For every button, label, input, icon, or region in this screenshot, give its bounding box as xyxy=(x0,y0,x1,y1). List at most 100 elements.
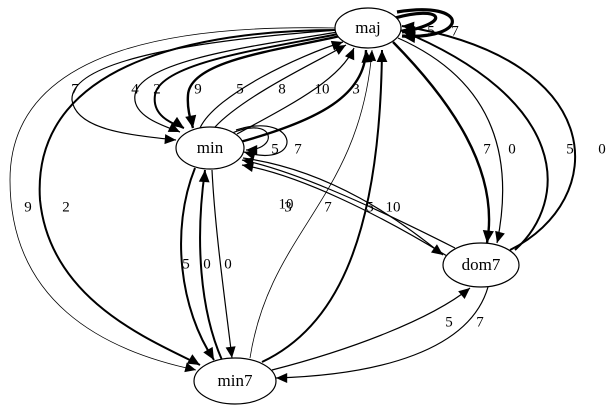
edge-line xyxy=(242,157,444,256)
edge-weight-label: 7 xyxy=(324,199,332,215)
edge-weight-label: 9 xyxy=(24,199,32,215)
arrowhead-icon xyxy=(330,40,343,51)
edge-weight-label: 7 xyxy=(451,23,459,39)
edge-line xyxy=(153,33,339,129)
edge-line xyxy=(241,164,448,257)
arrowhead-icon xyxy=(164,134,176,145)
arrowhead-icon xyxy=(185,114,197,128)
edge-line xyxy=(134,31,339,133)
node-ellipse xyxy=(175,126,245,170)
edge-weight-label: 4 xyxy=(131,81,139,97)
edge-maj-to-min7: 9 xyxy=(9,27,337,373)
edge-weight-label: 7 xyxy=(71,81,79,97)
arrowhead-icon xyxy=(171,116,184,128)
edge-line xyxy=(249,49,373,359)
edge-maj-to-min7: 2 xyxy=(38,29,339,366)
edge-weight-label: 5 xyxy=(236,81,244,97)
arrowhead-icon xyxy=(333,45,346,55)
arrowhead-icon xyxy=(242,157,254,168)
edge-weight-label: 3 xyxy=(352,81,360,97)
edge-line xyxy=(397,37,504,244)
edge-weight-label: 0 xyxy=(508,141,516,157)
edge-weight-label: 10 xyxy=(386,199,401,215)
edge-weight-label: 0 xyxy=(224,256,232,272)
arrowhead-icon xyxy=(184,362,196,373)
edge-line xyxy=(399,29,549,251)
edge-maj-to-min: 2 xyxy=(153,33,339,129)
edge-line xyxy=(275,286,489,379)
edge-weight-label: 5 xyxy=(271,141,279,157)
arrowhead-icon xyxy=(225,346,236,358)
edge-min-to-min7: 0 xyxy=(211,169,236,359)
edge-min-to-maj: 5 xyxy=(199,40,344,129)
arrowhead-icon xyxy=(376,50,388,62)
edge-min-to-min: 7 xyxy=(235,125,302,160)
edge-min-to-maj: 8 xyxy=(214,44,347,128)
edge-weight-label: 10 xyxy=(279,196,294,212)
edge-line xyxy=(236,47,355,135)
node-min7[interactable]: min7 xyxy=(193,357,277,405)
node-ellipse xyxy=(334,7,402,49)
node-label: dom7 xyxy=(462,255,501,274)
edge-line xyxy=(180,167,215,361)
arrowhead-icon xyxy=(198,170,210,183)
edge-line xyxy=(9,27,337,371)
edge-weight-label: 5 xyxy=(445,314,453,330)
node-min[interactable]: min xyxy=(175,126,245,170)
arrowhead-icon xyxy=(458,288,470,300)
edge-weight-label: 5 xyxy=(182,256,190,272)
edge-line xyxy=(199,41,344,129)
arrowhead-icon xyxy=(482,230,494,243)
edge-line xyxy=(271,287,471,371)
arrowhead-icon xyxy=(495,230,505,243)
nodes-layer: maj min dom7 min7 xyxy=(175,7,520,405)
node-ellipse xyxy=(442,242,520,288)
edge-line xyxy=(401,25,577,251)
node-maj[interactable]: maj xyxy=(334,7,402,49)
edge-line xyxy=(186,34,341,129)
edge-line xyxy=(235,125,288,156)
edge-line xyxy=(392,41,491,244)
edge-weight-label: 7 xyxy=(476,314,484,330)
edge-line xyxy=(71,29,339,141)
node-label: min7 xyxy=(218,371,253,390)
edge-weight-label: 5 xyxy=(566,141,574,157)
edge-weight-label: 9 xyxy=(194,81,202,97)
node-ellipse xyxy=(193,357,277,405)
edge-dom7-to-maj: 0 xyxy=(401,21,606,251)
edge-dom7-to-min: 10 xyxy=(241,157,456,249)
arrowhead-icon xyxy=(276,372,288,384)
edge-min7-to-maj: 3 xyxy=(249,49,377,359)
edge-dom7-to-min7: 7 xyxy=(275,286,489,384)
edge-line xyxy=(199,169,223,361)
edge-min-to-maj: 10 xyxy=(236,47,355,135)
edge-maj-to-min: 7 xyxy=(71,29,339,145)
edge-weight-label: 10 xyxy=(315,81,330,97)
edge-line xyxy=(241,159,456,249)
arrowhead-icon xyxy=(402,21,415,33)
node-label: maj xyxy=(355,18,381,37)
edge-weight-label: 0 xyxy=(203,256,211,272)
edge-weight-label: 2 xyxy=(153,81,161,97)
arrowhead-icon xyxy=(366,50,377,62)
arrowhead-icon xyxy=(167,122,180,132)
edge-dom7-to-maj: 5 xyxy=(399,27,574,251)
edge-line xyxy=(214,44,347,128)
edge-weight-label: 7 xyxy=(483,141,491,157)
edge-dom7-to-min: 5 xyxy=(241,162,448,257)
edge-line xyxy=(396,8,454,38)
edge-maj-to-dom7: 7 xyxy=(392,41,494,244)
node-dom7[interactable]: dom7 xyxy=(442,242,520,288)
edge-weight-label: 3 xyxy=(284,199,292,215)
edge-weight-label: 2 xyxy=(62,199,70,215)
arrowhead-icon xyxy=(203,346,214,360)
arrowhead-icon xyxy=(186,354,200,365)
edge-weight-label: 8 xyxy=(278,81,286,97)
node-label: min xyxy=(197,138,224,157)
edge-line xyxy=(38,29,339,366)
arrowhead-icon xyxy=(344,48,355,61)
edge-line xyxy=(261,49,383,363)
edge-maj-to-min: 9 xyxy=(185,34,341,129)
